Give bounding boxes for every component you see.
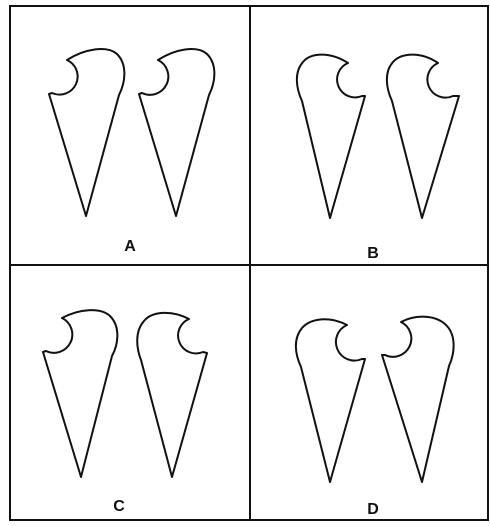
panel-d-label: D	[367, 501, 379, 518]
panel-a: A	[49, 49, 214, 255]
panel-d-shape-left	[296, 319, 365, 482]
panel-b: B	[297, 55, 459, 262]
panel-d-shape-right	[382, 317, 454, 482]
panel-b-shape-right	[387, 55, 459, 218]
panel-b-shape-left	[297, 55, 365, 218]
panel-c-label: C	[113, 498, 125, 515]
panel-b-label: B	[367, 245, 379, 262]
panel-a-shape-left	[49, 49, 124, 216]
panel-a-label: A	[124, 238, 136, 255]
panel-c-shape-right	[137, 313, 207, 477]
panel-c-shape-left	[43, 310, 117, 477]
panel-c: C	[43, 310, 207, 515]
panel-d: D	[296, 317, 454, 518]
panel-a-shape-right	[139, 49, 214, 216]
